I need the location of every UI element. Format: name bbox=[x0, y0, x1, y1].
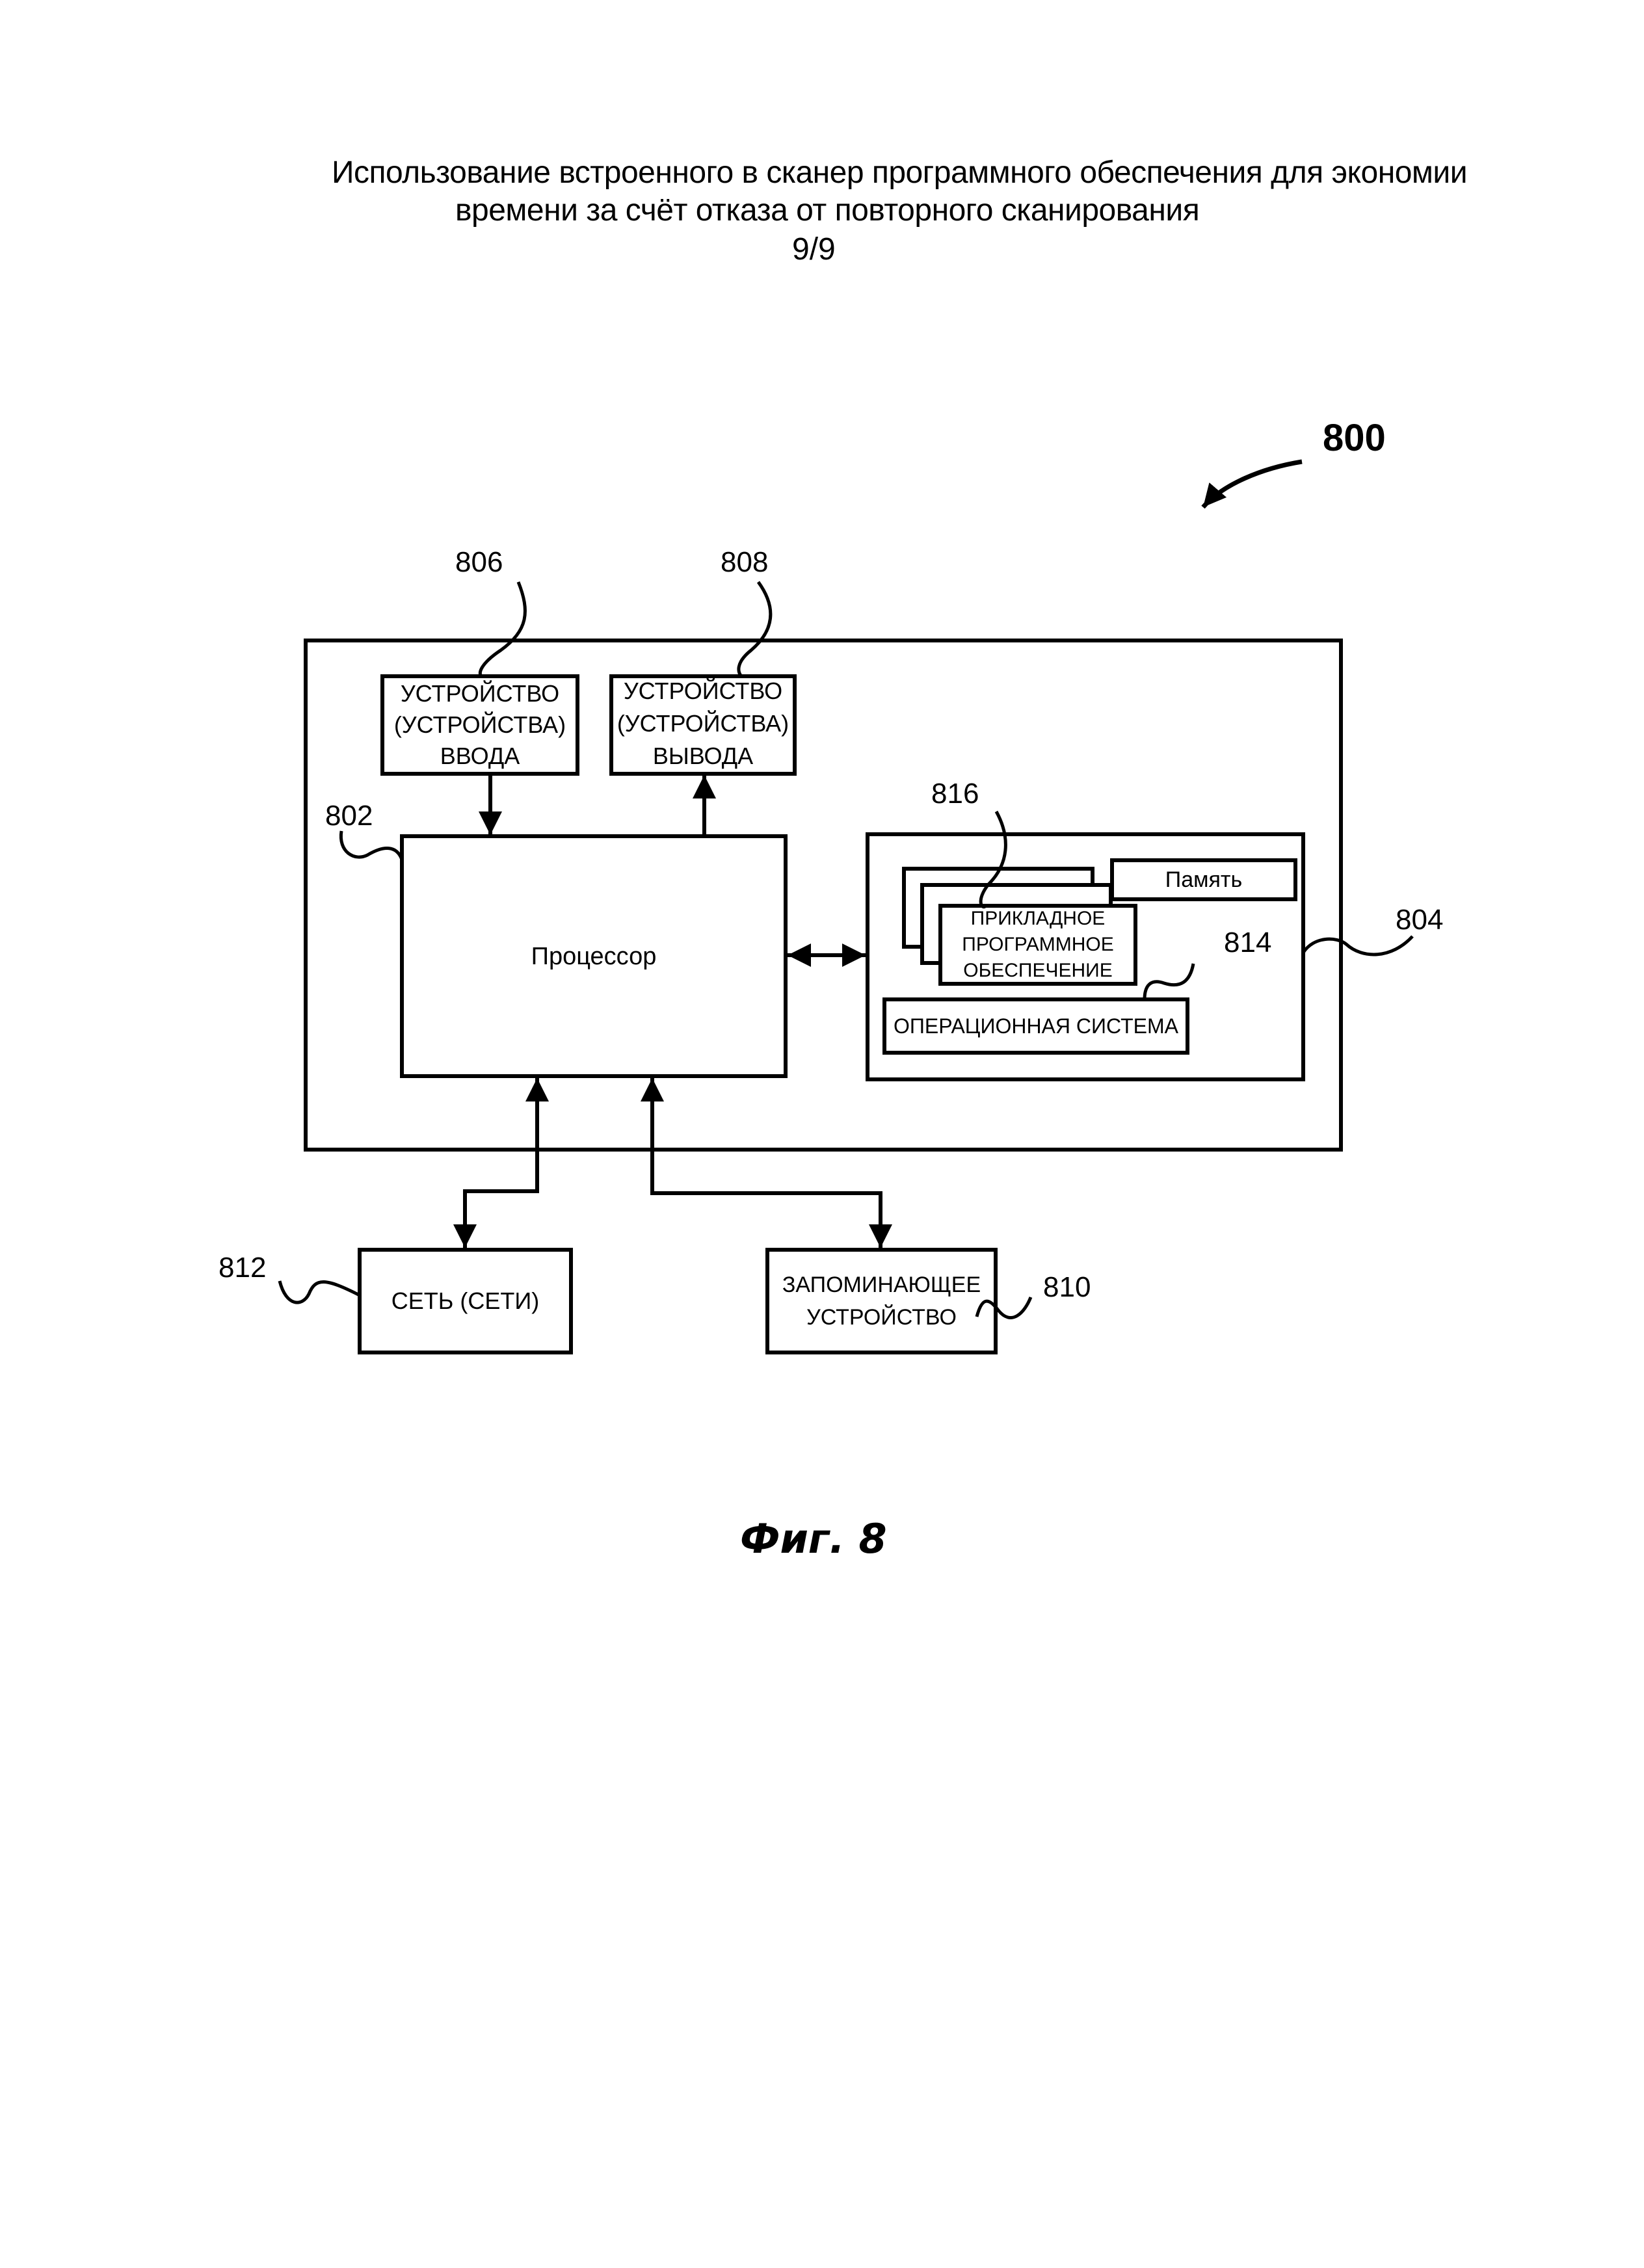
memory-label: Память bbox=[1112, 860, 1295, 899]
output-device-label: УСТРОЙСТВО (УСТРОЙСТВА) ВЫВОДА bbox=[611, 674, 795, 774]
ref-806: 806 bbox=[455, 546, 503, 579]
leader-806 bbox=[480, 582, 525, 676]
app-software-label: ПРИКЛАДНОЕ ПРОГРАММНОЕ ОБЕСПЕЧЕНИЕ bbox=[940, 906, 1135, 984]
leader-808 bbox=[739, 582, 771, 676]
app-software-label-line-3: ОБЕСПЕЧЕНИЕ bbox=[963, 958, 1113, 984]
network-label: СЕТЬ (СЕТИ) bbox=[360, 1250, 571, 1352]
ref-800: 800 bbox=[1323, 416, 1386, 460]
ref-808: 808 bbox=[721, 546, 768, 579]
processor-storage-connection bbox=[652, 1078, 881, 1248]
memory-label-text: Память bbox=[1165, 864, 1242, 895]
ref-802: 802 bbox=[325, 800, 373, 832]
storage-device-label-line-2: УСТРОЙСТВО bbox=[806, 1301, 957, 1334]
input-device-label: УСТРОЙСТВО (УСТРОЙСТВА) ВВОДА bbox=[382, 676, 577, 774]
input-device-label-line-1: УСТРОЙСТВО bbox=[401, 678, 559, 709]
app-software-label-line-1: ПРИКЛАДНОЕ bbox=[971, 906, 1106, 932]
output-device-label-line-3: ВЫВОДА bbox=[653, 740, 753, 772]
processor-label-text: Процессор bbox=[531, 941, 657, 972]
figure-800-pointer-arrow bbox=[1203, 462, 1302, 507]
network-label-text: СЕТЬ (СЕТИ) bbox=[391, 1286, 539, 1317]
output-device-label-line-2: (УСТРОЙСТВА) bbox=[617, 707, 789, 740]
processor-network-connection bbox=[465, 1078, 537, 1248]
input-device-label-line-2: (УСТРОЙСТВА) bbox=[394, 709, 566, 741]
processor-label: Процессор bbox=[402, 836, 786, 1076]
input-device-label-line-3: ВВОДА bbox=[440, 741, 520, 772]
storage-device-label: ЗАПОМИНАЮЩЕЕ УСТРОЙСТВО bbox=[767, 1250, 996, 1352]
ref-812: 812 bbox=[219, 1252, 266, 1284]
operating-system-label: ОПЕРАЦИОННАЯ СИСТЕМА bbox=[884, 999, 1187, 1053]
leader-812 bbox=[280, 1281, 360, 1302]
app-software-label-line-2: ПРОГРАММНОЕ bbox=[962, 932, 1114, 958]
operating-system-label-text: ОПЕРАЦИОННАЯ СИСТЕМА bbox=[894, 1010, 1178, 1042]
output-device-label-line-1: УСТРОЙСТВО bbox=[624, 675, 782, 707]
ref-814: 814 bbox=[1224, 927, 1271, 959]
leader-804 bbox=[1303, 936, 1412, 955]
figure-caption: Фиг. 8 bbox=[740, 1515, 887, 1563]
ref-804: 804 bbox=[1396, 904, 1443, 936]
leader-802 bbox=[341, 831, 402, 860]
ref-810: 810 bbox=[1043, 1271, 1091, 1304]
storage-device-label-line-1: ЗАПОМИНАЮЩЕЕ bbox=[782, 1269, 981, 1301]
ref-816: 816 bbox=[931, 778, 979, 810]
